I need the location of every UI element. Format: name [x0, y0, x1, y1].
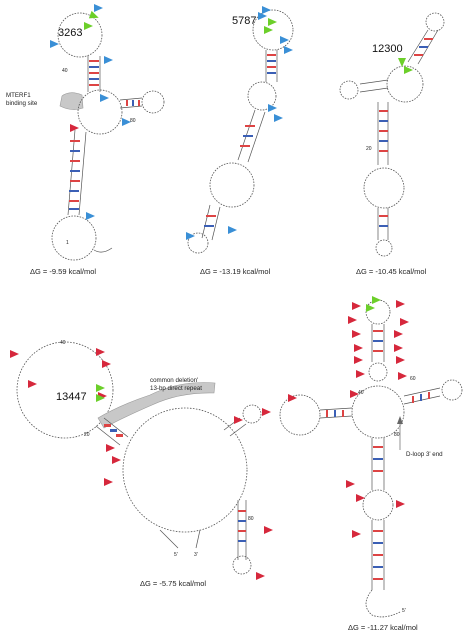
structure-label-3263: 3263	[58, 27, 82, 39]
position-label: 1	[66, 240, 69, 246]
mterf1-label-2: binding site	[6, 100, 38, 107]
position-label: 80	[394, 432, 400, 438]
structure-13447: 13447 40 20 80 common deletion' 13-bp di…	[10, 340, 273, 588]
repeat-annotation-1: common deletion'	[150, 377, 198, 384]
position-label: 40	[358, 390, 364, 396]
position-label: 20	[366, 146, 372, 152]
stem-pairs-3263	[89, 60, 99, 86]
dloop-annotation: D-loop 3' end	[406, 451, 443, 458]
energy-3263: ΔG = -9.59 kcal/mol	[30, 267, 96, 276]
end-3prime: 3'	[194, 552, 198, 558]
energy-dloop: ΔG = -11.27 kcal/mol	[348, 623, 418, 632]
end-5prime: 5'	[174, 552, 178, 558]
repeat-annotation-2: 13-bp direct repeat	[150, 385, 202, 392]
structure-3263: 3263 40 80 1 MTERF1 binding site ΔG = -9…	[6, 4, 165, 276]
mterf1-label: MTERF1	[6, 92, 31, 99]
position-label: 20	[84, 432, 90, 438]
energy-12300: ΔG = -10.45 kcal/mol	[356, 267, 427, 276]
energy-5787: ΔG = -13.19 kcal/mol	[200, 267, 271, 276]
position-label: 80	[130, 118, 136, 124]
structure-label-5787: 5787	[232, 15, 256, 27]
position-label: 60	[410, 376, 416, 382]
structure-label-12300: 12300	[372, 43, 403, 55]
structure-dloop: 40 60 80 D-loop 3' end 5' ΔG = -11.27 kc…	[279, 296, 463, 632]
position-label: 80	[248, 516, 254, 522]
structure-label-13447: 13447	[56, 391, 87, 403]
position-label: 40	[60, 340, 66, 346]
position-label: 40	[62, 68, 68, 74]
structure-5787: 5787 ΔG = -13.19 kcal/mol	[186, 6, 294, 276]
end-5prime: 5'	[402, 608, 406, 614]
structure-12300: 12300 20 ΔG = -10.45 kcal/mol	[339, 12, 445, 276]
energy-13447: ΔG = -5.75 kcal/mol	[140, 579, 206, 588]
